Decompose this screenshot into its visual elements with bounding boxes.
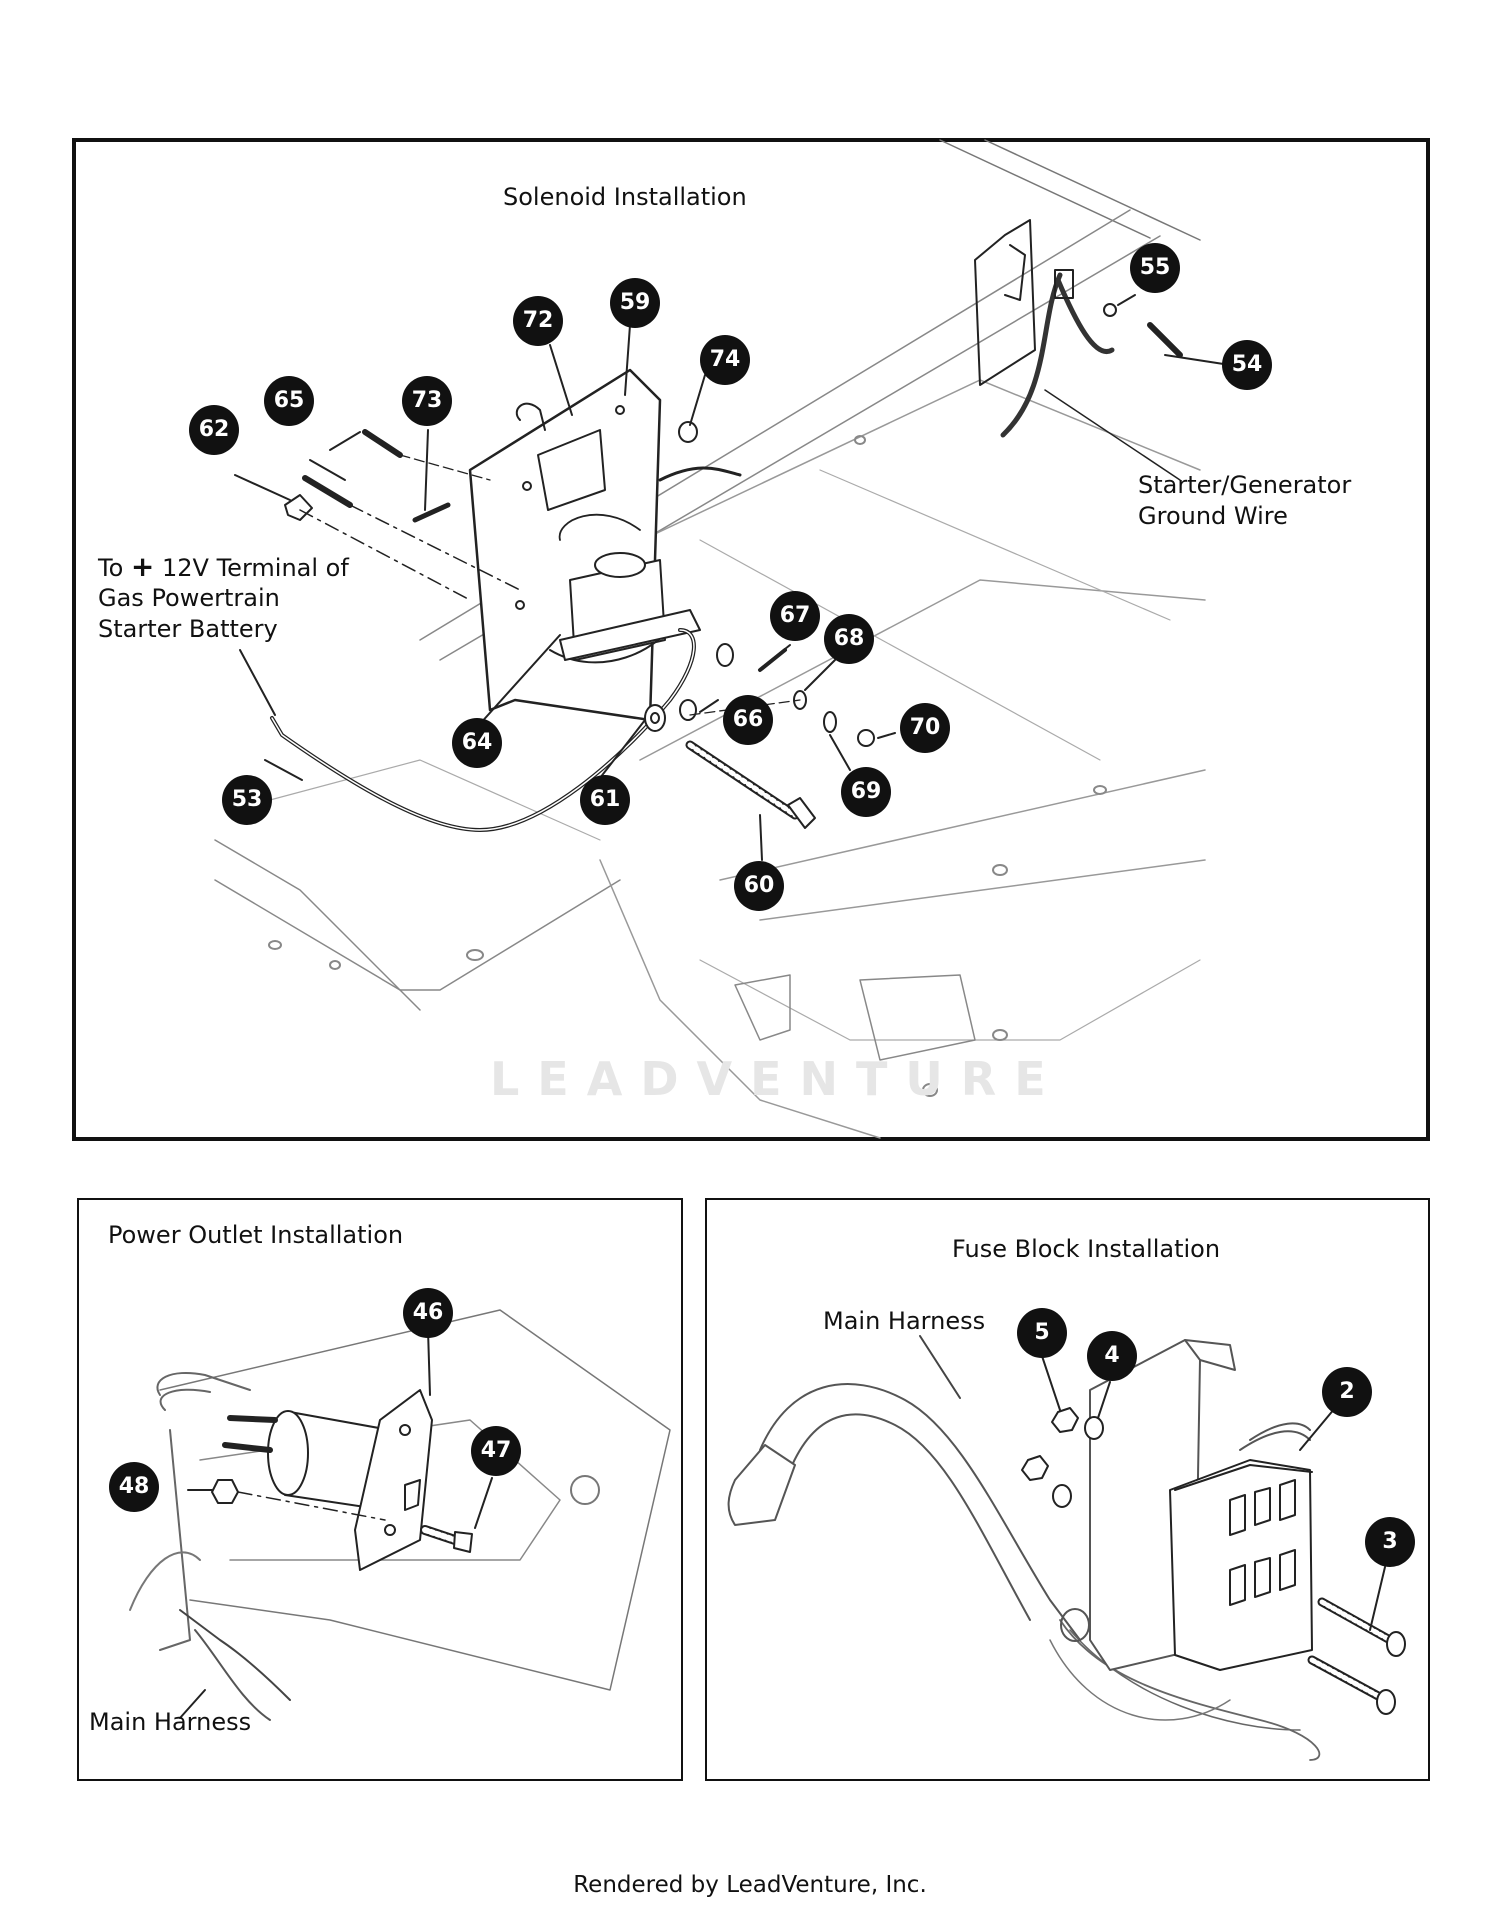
callout-54[interactable]: 54	[1222, 340, 1272, 390]
solenoid-installation-panel	[72, 138, 1430, 1141]
callout-53[interactable]: 53	[222, 775, 272, 825]
callout-3[interactable]: 3	[1365, 1517, 1415, 1567]
callout-47[interactable]: 47	[471, 1426, 521, 1476]
callout-73[interactable]: 73	[402, 376, 452, 426]
battery-label-line1: To + 12V Terminal of	[98, 552, 349, 583]
callout-46[interactable]: 46	[403, 1288, 453, 1338]
callout-74[interactable]: 74	[700, 335, 750, 385]
battery-label-to: To	[98, 554, 124, 582]
callout-61[interactable]: 61	[580, 775, 630, 825]
callout-2[interactable]: 2	[1322, 1367, 1372, 1417]
solenoid-installation-title: Solenoid Installation	[503, 183, 747, 211]
callout-48[interactable]: 48	[109, 1462, 159, 1512]
callout-55[interactable]: 55	[1130, 243, 1180, 293]
callout-67[interactable]: 67	[770, 591, 820, 641]
callout-70[interactable]: 70	[900, 703, 950, 753]
power-outlet-installation-title: Power Outlet Installation	[108, 1221, 404, 1249]
plus-symbol: +	[130, 550, 155, 583]
ground-wire-label-line1: Starter/Generator	[1138, 471, 1352, 499]
callout-60[interactable]: 60	[734, 861, 784, 911]
battery-label-line2: Gas Powertrain	[98, 584, 280, 612]
fuse-block-installation-title: Fuse Block Installation	[952, 1235, 1221, 1263]
callout-64[interactable]: 64	[452, 718, 502, 768]
leadventure-watermark: LEADVENTURE	[490, 1052, 1064, 1106]
callout-66[interactable]: 66	[723, 695, 773, 745]
battery-label-terminal: 12V Terminal of	[162, 554, 349, 582]
battery-label-line3: Starter Battery	[98, 615, 278, 643]
callout-69[interactable]: 69	[841, 767, 891, 817]
callout-59[interactable]: 59	[610, 278, 660, 328]
callout-65[interactable]: 65	[264, 376, 314, 426]
footer-credit: Rendered by LeadVenture, Inc.	[573, 1872, 927, 1898]
callout-72[interactable]: 72	[513, 296, 563, 346]
fuse-block-main-harness-label: Main Harness	[823, 1307, 986, 1335]
callout-68[interactable]: 68	[824, 614, 874, 664]
callout-5[interactable]: 5	[1017, 1308, 1067, 1358]
callout-62[interactable]: 62	[189, 405, 239, 455]
power-outlet-main-harness-label: Main Harness	[89, 1708, 252, 1736]
ground-wire-label-line2: Ground Wire	[1138, 502, 1288, 530]
power-outlet-installation-panel	[77, 1198, 683, 1781]
fuse-block-installation-panel	[705, 1198, 1430, 1781]
callout-4[interactable]: 4	[1087, 1331, 1137, 1381]
